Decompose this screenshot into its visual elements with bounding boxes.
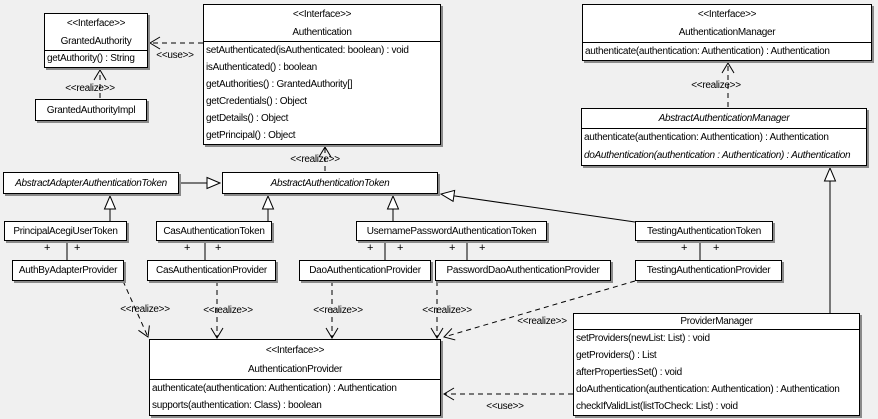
- class-dao-authentication-provider[interactable]: DaoAuthenticationProvider: [299, 260, 431, 281]
- class-authentication-manager[interactable]: <<Interface>> AuthenticationManager auth…: [582, 4, 872, 61]
- class-name: Authentication: [292, 27, 352, 38]
- class-granted-authority[interactable]: <<Interface>> GrantedAuthority getAuthor…: [44, 13, 148, 68]
- class-principal-acegi-user-token[interactable]: PrincipalAcegiUserToken: [4, 221, 127, 241]
- edge-extends-testingauthenticationtoken: [441, 194, 636, 223]
- method: doAuthentication(authentication : Authen…: [584, 150, 851, 161]
- multiplicity-plus: +: [712, 242, 720, 254]
- class-password-dao-authentication-provider[interactable]: PasswordDaoAuthenticationProvider: [435, 260, 611, 281]
- class-name: DaoAuthenticationProvider: [309, 265, 421, 276]
- method: checkIfValidList(listToCheck: List) : vo…: [576, 401, 738, 412]
- method: getPrincipal() : Object: [206, 130, 296, 141]
- method: getAuthorities() : GrantedAuthority[]: [206, 79, 353, 90]
- realize-label: <<realize>>: [65, 83, 115, 94]
- method: authenticate(authentication: Authenticat…: [585, 46, 830, 57]
- stereotype: <<Interface>>: [265, 345, 325, 356]
- class-name: CasAuthenticationToken: [163, 225, 265, 237]
- method: authenticate(authentication: Authenticat…: [584, 132, 829, 143]
- realize-label: <<realize>>: [313, 305, 363, 316]
- method: getAuthority() : String: [47, 53, 135, 64]
- method: supports(authentication: Class) : boolea…: [152, 400, 322, 411]
- realize-label: <<realize>>: [691, 80, 741, 91]
- class-name: CasAuthenticationProvider: [156, 265, 267, 276]
- stereotype: <<Interface>>: [292, 9, 352, 20]
- edge-realize-authbyadapterprovider: [122, 280, 150, 338]
- multiplicity-plus: +: [366, 242, 374, 254]
- class-testing-authentication-token[interactable]: TestingAuthenticationToken: [635, 221, 773, 241]
- realize-label: <<realize>>: [203, 305, 253, 316]
- class-name: PrincipalAcegiUserToken: [13, 225, 118, 237]
- class-cas-authentication-provider[interactable]: CasAuthenticationProvider: [147, 260, 276, 281]
- method: isAuthenticated() : boolean: [206, 62, 317, 73]
- class-abstract-adapter-authentication-token[interactable]: AbstractAdapterAuthenticationToken: [3, 172, 179, 194]
- class-name: UsernamePasswordAuthenticationToken: [366, 225, 537, 237]
- class-name: PasswordDaoAuthenticationProvider: [446, 265, 600, 276]
- method: getProviders() : List: [576, 350, 657, 361]
- class-name: AbstractAuthenticationManager: [658, 113, 790, 124]
- use-label: <<use>>: [156, 50, 194, 61]
- multiplicity-plus: +: [680, 242, 688, 254]
- method: getCredentials() : Object: [206, 96, 307, 107]
- realize-label: <<realize>>: [290, 154, 340, 165]
- multiplicity-plus: +: [448, 242, 456, 254]
- class-name: GrantedAuthority: [60, 36, 132, 47]
- class-username-password-authentication-token[interactable]: UsernamePasswordAuthenticationToken: [356, 221, 547, 241]
- class-testing-authentication-provider[interactable]: TestingAuthenticationProvider: [635, 260, 782, 281]
- realize-label: <<realize>>: [120, 304, 170, 315]
- multiplicity-plus: +: [73, 242, 81, 254]
- class-cas-authentication-token[interactable]: CasAuthenticationToken: [156, 221, 272, 241]
- edge-realize-testingauthenticationprovider: [443, 280, 636, 341]
- multiplicity-plus: +: [183, 242, 191, 254]
- class-name: AuthenticationManager: [678, 27, 776, 38]
- class-provider-manager[interactable]: ProviderManager setProviders(newList: Li…: [573, 313, 860, 416]
- class-name: AuthenticationProvider: [247, 364, 342, 375]
- method: authenticate(authentication: Authenticat…: [152, 383, 397, 394]
- class-authentication[interactable]: <<Interface>> Authentication setAuthenti…: [203, 4, 441, 145]
- class-abstract-authentication-manager[interactable]: AbstractAuthenticationManager authentica…: [581, 108, 867, 166]
- stereotype: <<Interface>>: [66, 18, 126, 29]
- multiplicity-plus: +: [478, 242, 486, 254]
- class-name: AbstractAuthenticationToken: [270, 177, 390, 189]
- multiplicity-plus: +: [396, 242, 404, 254]
- method: doAuthentication(authentication: Authent…: [576, 384, 840, 395]
- stereotype: <<Interface>>: [697, 9, 757, 20]
- realize-label: <<realize>>: [422, 305, 472, 316]
- class-name: TestingAuthenticationToken: [647, 225, 761, 237]
- method: getDetails() : Object: [206, 113, 289, 124]
- method: setProviders(newList: List) : void: [576, 333, 710, 344]
- class-name: AbstractAdapterAuthenticationToken: [15, 177, 167, 189]
- class-name: GrantedAuthorityImpl: [46, 104, 136, 116]
- class-name: AuthByAdapterProvider: [18, 265, 118, 276]
- class-granted-authority-impl[interactable]: GrantedAuthorityImpl: [35, 99, 147, 121]
- class-name: TestingAuthenticationProvider: [646, 265, 771, 276]
- realize-label: <<realize>>: [517, 316, 567, 327]
- use-label: <<use>>: [486, 401, 524, 412]
- multiplicity-plus: +: [43, 242, 51, 254]
- class-authentication-provider[interactable]: <<Interface>> AuthenticationProvider aut…: [149, 339, 441, 416]
- method: afterPropertiesSet() : void: [576, 367, 682, 378]
- class-auth-by-adapter-provider[interactable]: AuthByAdapterProvider: [12, 260, 124, 281]
- method: setAuthenticated(isAuthenticated: boolea…: [206, 45, 409, 56]
- class-name: ProviderManager: [680, 316, 753, 327]
- class-abstract-authentication-token[interactable]: AbstractAuthenticationToken: [222, 172, 438, 194]
- multiplicity-plus: +: [214, 242, 222, 254]
